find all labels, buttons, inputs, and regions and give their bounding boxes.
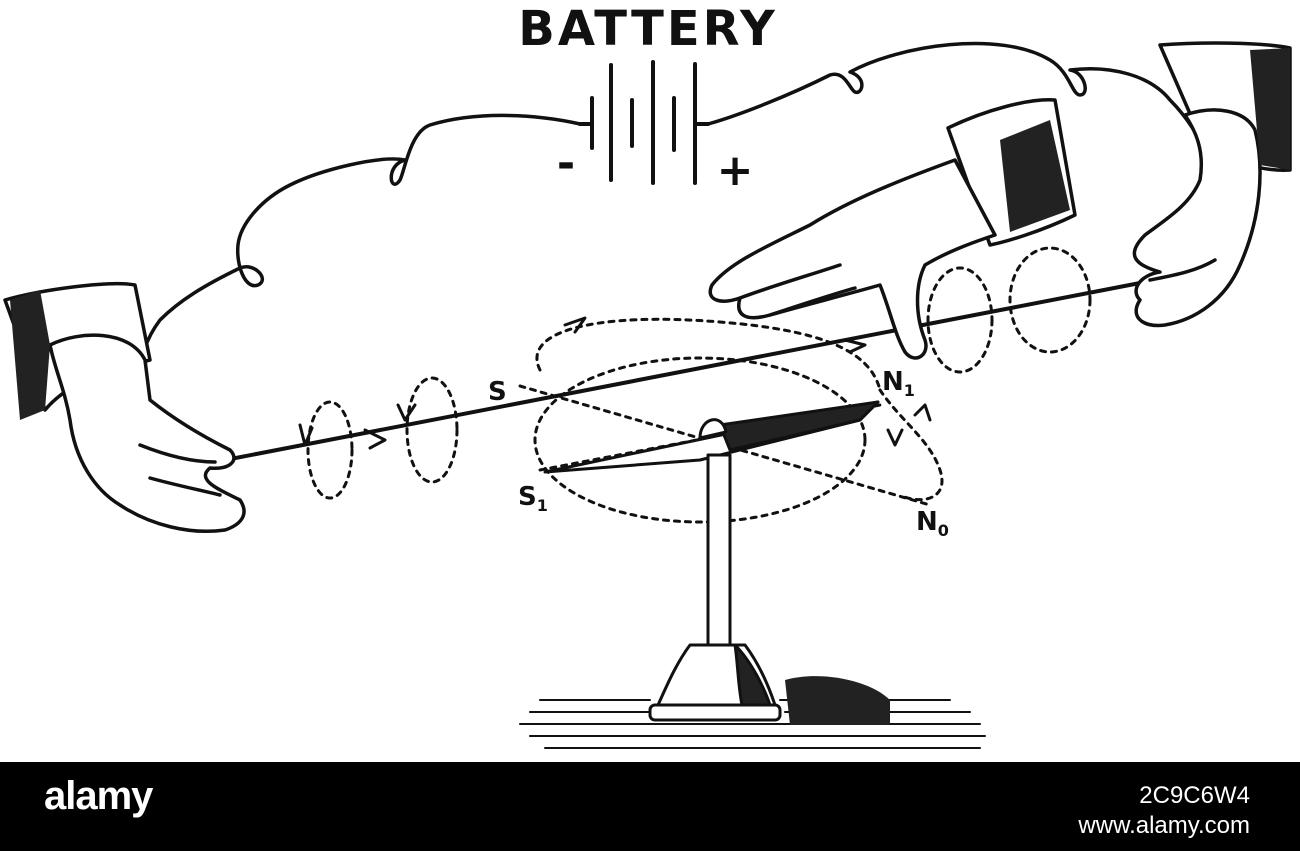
battery-plus-sign: + xyxy=(717,145,754,196)
battery-minus-sign: - xyxy=(557,138,575,189)
pole-N0-letter: N xyxy=(916,507,938,537)
right-lead-wire xyxy=(706,41,1212,162)
field-lines xyxy=(306,246,1092,524)
pole-N1-subscript: 1 xyxy=(904,381,915,400)
engraving-svg: BATTERY - + S N1 S1 N0 xyxy=(3,1,1292,749)
illustration: BATTERY - + S N1 S1 N0 xyxy=(3,1,1292,749)
battery xyxy=(578,60,710,185)
compass-needle xyxy=(543,400,880,474)
pole-S1-subscript: 1 xyxy=(537,496,548,515)
conductor-wire xyxy=(213,281,1142,464)
pole-N0-label: N0 xyxy=(916,507,949,540)
compass-stand xyxy=(648,453,782,722)
pole-N1-letter: N xyxy=(882,367,904,397)
pole-S1-label: S1 xyxy=(518,482,548,515)
pole-N1-label: N1 xyxy=(882,367,915,400)
site-url: www.alamy.com xyxy=(1078,812,1250,839)
pole-S-label: S xyxy=(488,377,507,407)
pole-N0-subscript: 0 xyxy=(938,521,949,540)
watermark-bar: alamy 2C9C6W4 www.alamy.com xyxy=(0,762,1300,851)
image-id: 2C9C6W4 xyxy=(1139,782,1250,809)
battery-label: BATTERY xyxy=(518,1,777,57)
left-lead-wire xyxy=(139,113,582,374)
image-id-block: 2C9C6W4 www.alamy.com xyxy=(1078,781,1250,841)
pole-S1-letter: S xyxy=(518,482,537,512)
alamy-logo: alamy xyxy=(44,774,153,818)
